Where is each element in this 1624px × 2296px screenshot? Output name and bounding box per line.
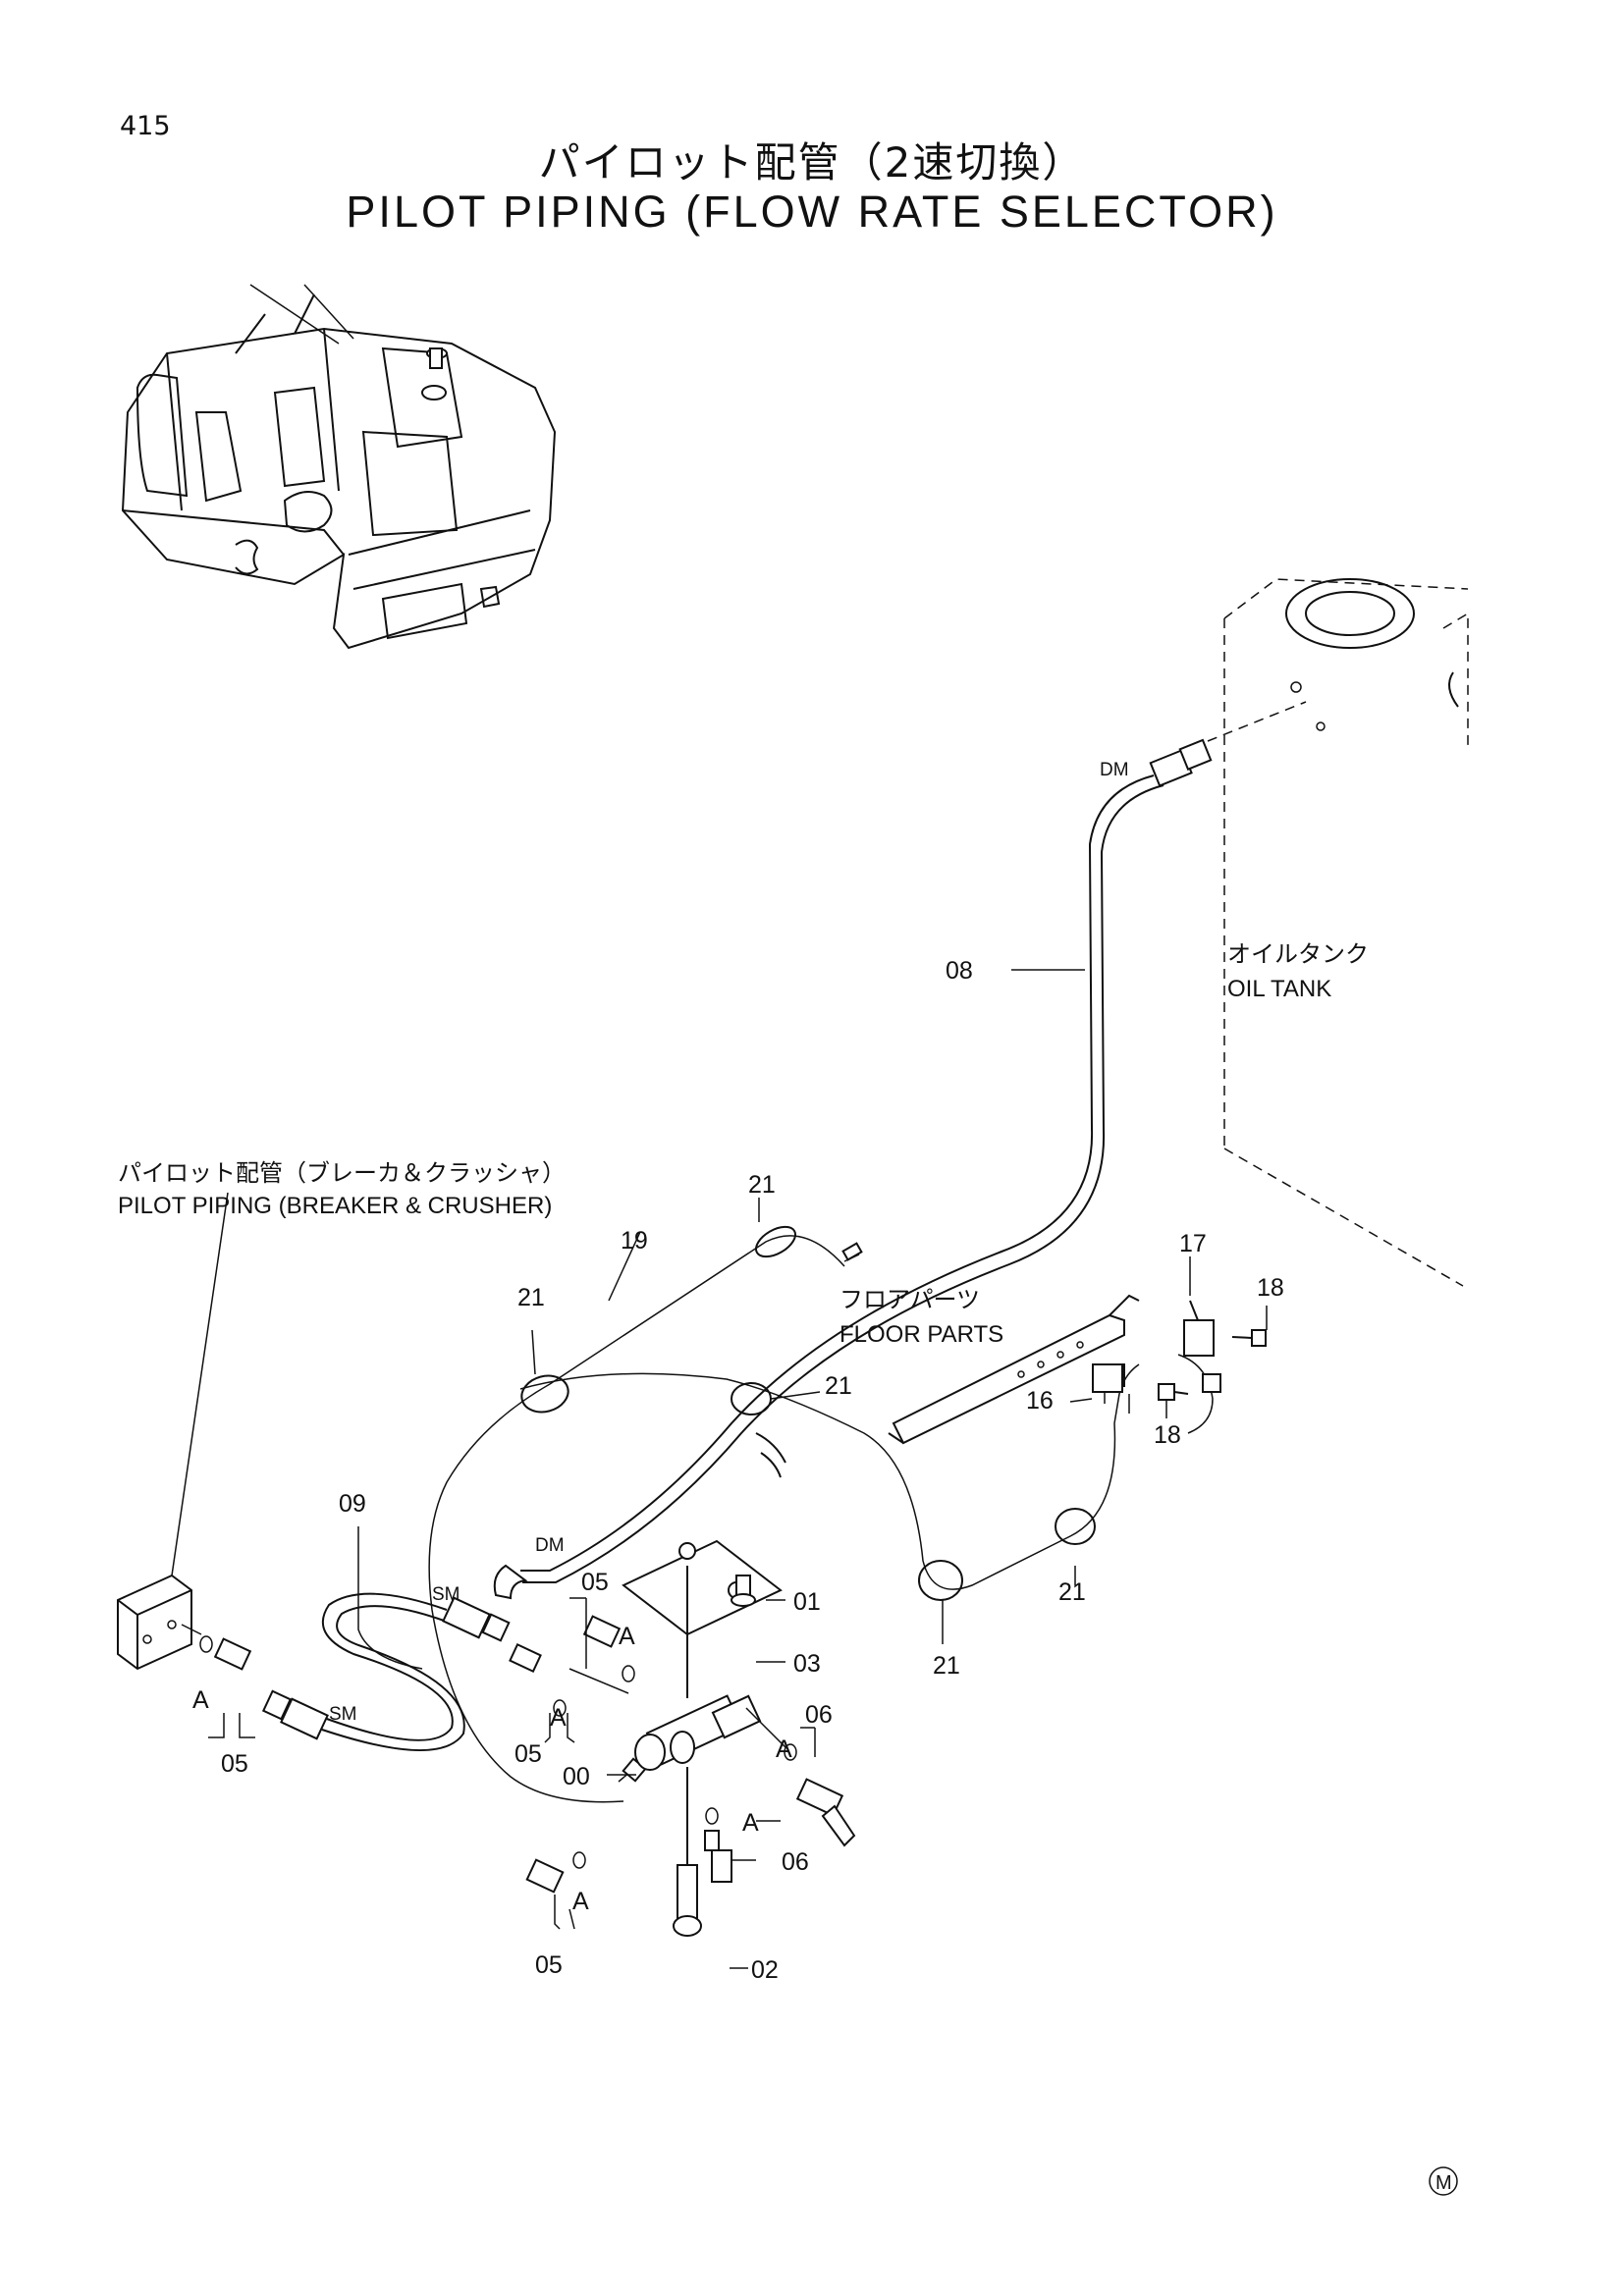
hose-09 (261, 1592, 511, 1752)
oil-tank (1207, 578, 1469, 1287)
page-number: 415 (120, 111, 171, 141)
relay-parts (1092, 1300, 1267, 1401)
callout-labels: オイルタンク OIL TANK フロアパーツ FLOOR PARTS パイロット… (118, 760, 1369, 1984)
callout-06-lower: 06 (782, 1848, 809, 1876)
oil-tank-jp-caption: オイルタンク (1227, 941, 1369, 968)
callout-19: 19 (621, 1227, 648, 1255)
callout-00: 00 (563, 1763, 590, 1790)
label-a-left: A (192, 1686, 209, 1714)
callout-21-bottom: 21 (933, 1652, 960, 1680)
label-dm-tank: DM (1100, 760, 1129, 780)
breaker-piping-jp-caption: パイロット配管（ブレーカ＆クラッシャ） (118, 1160, 566, 1187)
breaker-piping-en-caption: PILOT PIPING (BREAKER & CRUSHER) (118, 1193, 552, 1219)
label-a-bottom: A (572, 1888, 589, 1915)
floor-bracket (888, 1294, 1140, 1445)
callout-06-upper: 06 (805, 1701, 833, 1729)
callout-17: 17 (1179, 1230, 1207, 1257)
label-sm-upper: SM (432, 1584, 460, 1605)
oil-tank-en-caption: OIL TANK (1227, 976, 1331, 1002)
callout-05-upper: 05 (581, 1569, 609, 1596)
label-a-right: A (776, 1735, 792, 1763)
floor-parts-en-caption: FLOOR PARTS (839, 1321, 1003, 1348)
clamps-21 (520, 1225, 1096, 1601)
label-dm-valve: DM (535, 1535, 565, 1556)
callout-16: 16 (1026, 1387, 1054, 1415)
callout-18-lower: 18 (1154, 1421, 1181, 1449)
callout-21-left: 21 (517, 1284, 545, 1311)
title-english: PILOT PIPING (FLOW RATE SELECTOR) (346, 187, 1278, 237)
label-a-upper: A (619, 1623, 635, 1650)
excavator-inset (121, 284, 557, 650)
callout-05-bottom: 05 (535, 1951, 563, 1979)
label-a-mid: A (550, 1704, 567, 1732)
floor-parts-jp-caption: フロアパーツ (839, 1287, 980, 1313)
callout-03: 03 (793, 1650, 821, 1678)
title-japanese: パイロット配管（2速切換） (538, 138, 1086, 187)
callout-21-mid: 21 (825, 1372, 852, 1400)
callout-01: 01 (793, 1588, 821, 1616)
callout-18-right: 18 (1257, 1274, 1284, 1302)
callout-21-top: 21 (748, 1171, 776, 1199)
leader-lines (171, 969, 1268, 1969)
m-mark-letter: M (1435, 2172, 1452, 2194)
m-mark: M (1429, 2166, 1458, 2196)
label-a-lower: A (742, 1809, 759, 1837)
callout-08: 08 (946, 957, 973, 985)
callout-21-right: 21 (1058, 1578, 1086, 1606)
breaker-block (117, 1574, 202, 1671)
label-sm-lower: SM (329, 1704, 357, 1725)
hose-08 (493, 738, 1213, 1600)
valve-assembly (568, 1539, 786, 1937)
callout-05-mid: 05 (514, 1740, 542, 1768)
callout-02: 02 (751, 1956, 779, 1984)
fittings (199, 1615, 856, 1894)
callout-05-left: 05 (221, 1750, 248, 1778)
callout-09: 09 (339, 1490, 366, 1518)
